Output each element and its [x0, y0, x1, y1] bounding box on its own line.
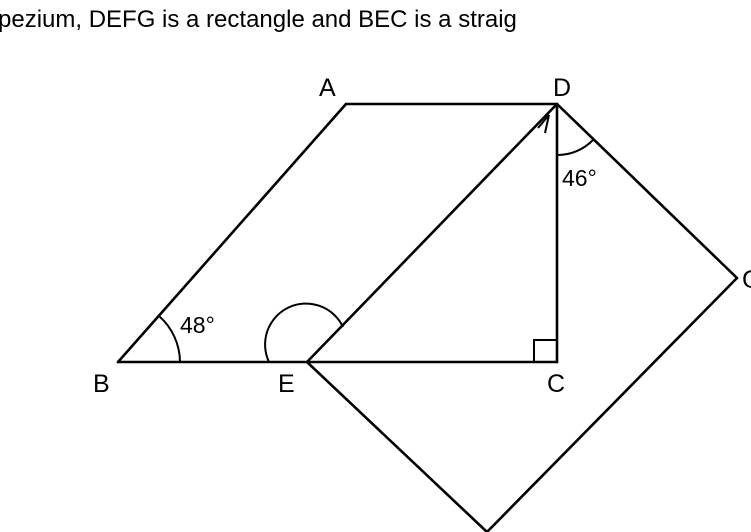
label-D: D: [553, 74, 571, 102]
angle-arc-E: [264, 302, 344, 363]
right-angle-marker-C: [533, 339, 557, 362]
segment-DG: [555, 102, 739, 280]
label-C: C: [547, 370, 565, 398]
angle-label-D: 46°: [562, 165, 597, 191]
segment-GF: [485, 276, 739, 532]
label-B: B: [93, 370, 110, 398]
segment-EF: [305, 360, 489, 532]
angle-arc-B: [158, 315, 181, 363]
segment-DE: [305, 102, 559, 364]
problem-statement-text: pezium, DEFG is a rectangle and BEC is a…: [0, 6, 517, 33]
angle-label-B: 48°: [180, 312, 215, 338]
angle-arc-D: [556, 139, 594, 157]
arrow-mark-DE: [537, 114, 550, 134]
segment-AB: [116, 102, 348, 364]
label-A: A: [319, 74, 336, 102]
label-E: E: [278, 370, 295, 398]
label-G: G: [742, 266, 751, 294]
